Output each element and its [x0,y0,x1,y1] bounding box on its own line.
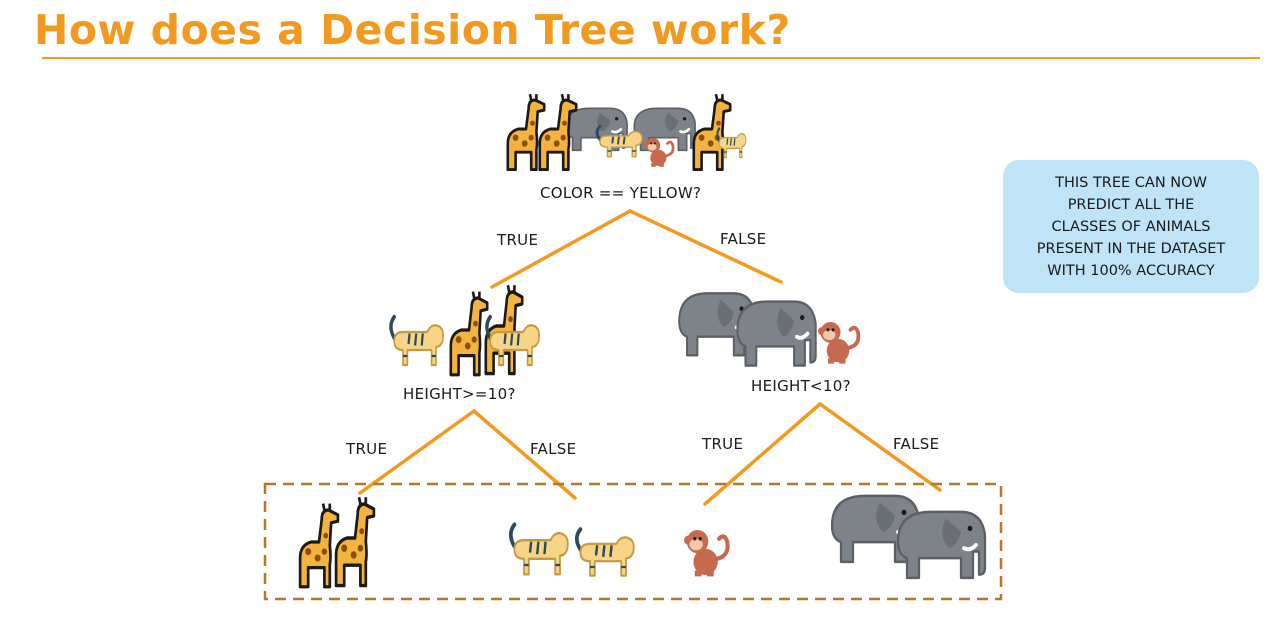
branch-lines [358,209,942,506]
left-node-animals [391,283,539,377]
note-line: THIS TREE CAN NOW [1055,175,1207,191]
right-node-animals [677,291,861,366]
root-true-label: TRUE [497,231,539,249]
elephant-icon [737,302,815,366]
giraffe-icon [692,92,732,172]
note-line: WITH 100% ACCURACY [1047,263,1215,279]
left-false-label: FALSE [530,440,577,458]
branch-left-true [358,409,476,495]
elephant-icon [898,512,985,578]
branch-root-false [628,209,783,284]
giraffe-icon [334,495,376,588]
root-node-animals [506,92,748,172]
tiger-icon [577,529,634,575]
note-line: PRESENT IN THE DATASET [1036,241,1226,257]
branch-right-false [818,402,942,492]
monkey-icon [684,530,728,576]
leaf-tigers [511,525,634,576]
accuracy-note-callout: THIS TREE CAN NOW PREDICT ALL THE CLASSE… [1003,160,1259,293]
elephant-icon [632,106,697,152]
leaf-monkey [684,530,728,576]
note-line: PREDICT ALL THE [1067,197,1195,213]
leaf-giraffes [298,495,376,589]
giraffe-icon [298,502,340,589]
title-underline [42,57,1260,59]
note-line: CLASSES OF ANIMALS [1051,219,1211,235]
left-true-label: TRUE [346,440,388,458]
left-question-label: HEIGHT>=10? [403,385,516,403]
leaf-nodes-box [263,482,1003,601]
giraffe-icon [449,290,489,377]
monkey-icon [816,320,861,366]
branch-root-true [490,209,632,289]
leaf-elephants [832,496,985,578]
monkey-icon [642,136,675,169]
tiger-icon [511,525,568,575]
right-question-label: HEIGHT<10? [751,377,851,395]
right-false-label: FALSE [893,435,940,453]
root-false-label: FALSE [720,230,767,248]
root-question-label: COLOR == YELLOW? [540,184,702,202]
page-title: How does a Decision Tree work? [34,6,791,54]
branch-right-true [703,402,822,506]
right-true-label: TRUE [702,435,744,453]
tiger-icon [391,317,443,365]
